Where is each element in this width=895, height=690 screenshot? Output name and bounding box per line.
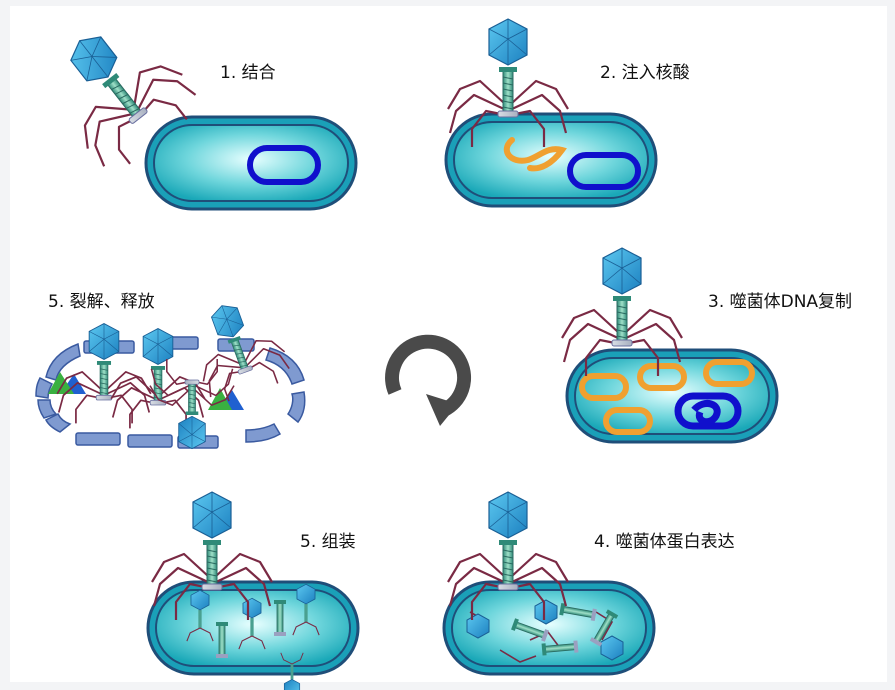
step1-label: 1. 结合	[220, 63, 276, 83]
host-dna	[567, 152, 641, 190]
step2-injection-stage	[444, 17, 658, 208]
cycle-arrow-icon	[385, 334, 472, 426]
step3-label: 3. 噬菌体DNA复制	[708, 292, 852, 312]
step5-lysis-stage	[35, 290, 306, 450]
step5-assemble-label: 5. 组装	[300, 532, 356, 552]
host-dna	[247, 145, 321, 185]
step4-expression-stage	[442, 490, 656, 676]
phage-dna	[503, 137, 567, 172]
step2-label: 2. 注入核酸	[600, 63, 690, 83]
step1-binding-stage	[31, 2, 358, 211]
step5-release-label: 5. 裂解、释放	[48, 292, 155, 312]
step3-replication-stage	[560, 246, 779, 444]
step4-label: 4. 噬菌体蛋白表达	[594, 532, 735, 552]
host-dna	[674, 392, 742, 430]
